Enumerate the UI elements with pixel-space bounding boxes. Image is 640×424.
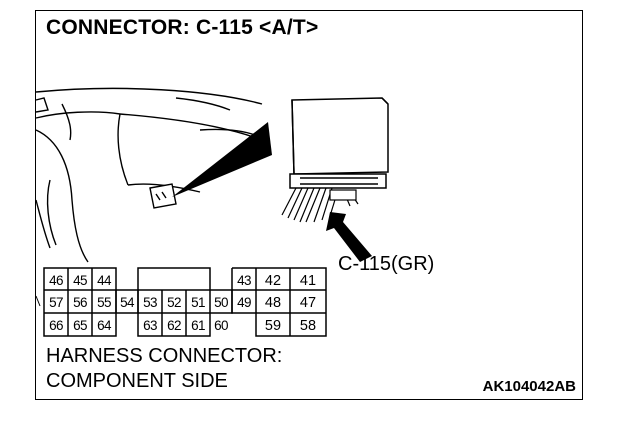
connector-face [43,267,327,337]
pin-48: 48 [265,295,281,311]
pin-52: 52 [167,295,181,310]
figure-code: AK104042AB [482,378,576,395]
pin-65: 65 [73,318,87,333]
pin-58: 58 [300,318,316,334]
figure-title: CONNECTOR: C-115 <A/T> [46,16,319,39]
callout-arrow [326,212,372,262]
pin-53: 53 [143,295,157,310]
caption-line-2: COMPONENT SIDE [46,370,228,392]
pin-46: 46 [49,273,63,288]
pointer-wedge [172,122,272,197]
pin-labels: 46 45 44 43 42 41 57 56 55 54 53 52 51 5… [49,273,316,334]
pin-41: 41 [300,273,316,289]
harness-wires [281,187,359,223]
pin-42: 42 [265,273,281,289]
pin-50: 50 [214,295,228,310]
caption-line-1: HARNESS CONNECTOR: [46,345,283,367]
pin-44: 44 [97,273,112,288]
pin-60: 60 [214,318,228,333]
pin-63: 63 [143,318,157,333]
pin-59: 59 [265,318,281,334]
ecu-module [289,97,389,189]
pin-57: 57 [49,295,63,310]
pin-51: 51 [191,295,205,310]
connector-callout-label: C-115(GR) [338,253,435,275]
pin-61: 61 [191,318,205,333]
pin-47: 47 [300,295,316,311]
pin-54: 54 [120,295,135,310]
pin-62: 62 [167,318,181,333]
pin-66: 66 [49,318,63,333]
pin-55: 55 [97,295,111,310]
mount-block [149,183,177,209]
pin-56: 56 [73,295,87,310]
pin-43: 43 [237,273,251,288]
pin-64: 64 [97,318,112,333]
dashboard-drawing [35,87,263,263]
pin-45: 45 [73,273,87,288]
figure-frame [35,10,583,400]
pin-49: 49 [237,295,251,310]
edge-tick [35,295,41,307]
